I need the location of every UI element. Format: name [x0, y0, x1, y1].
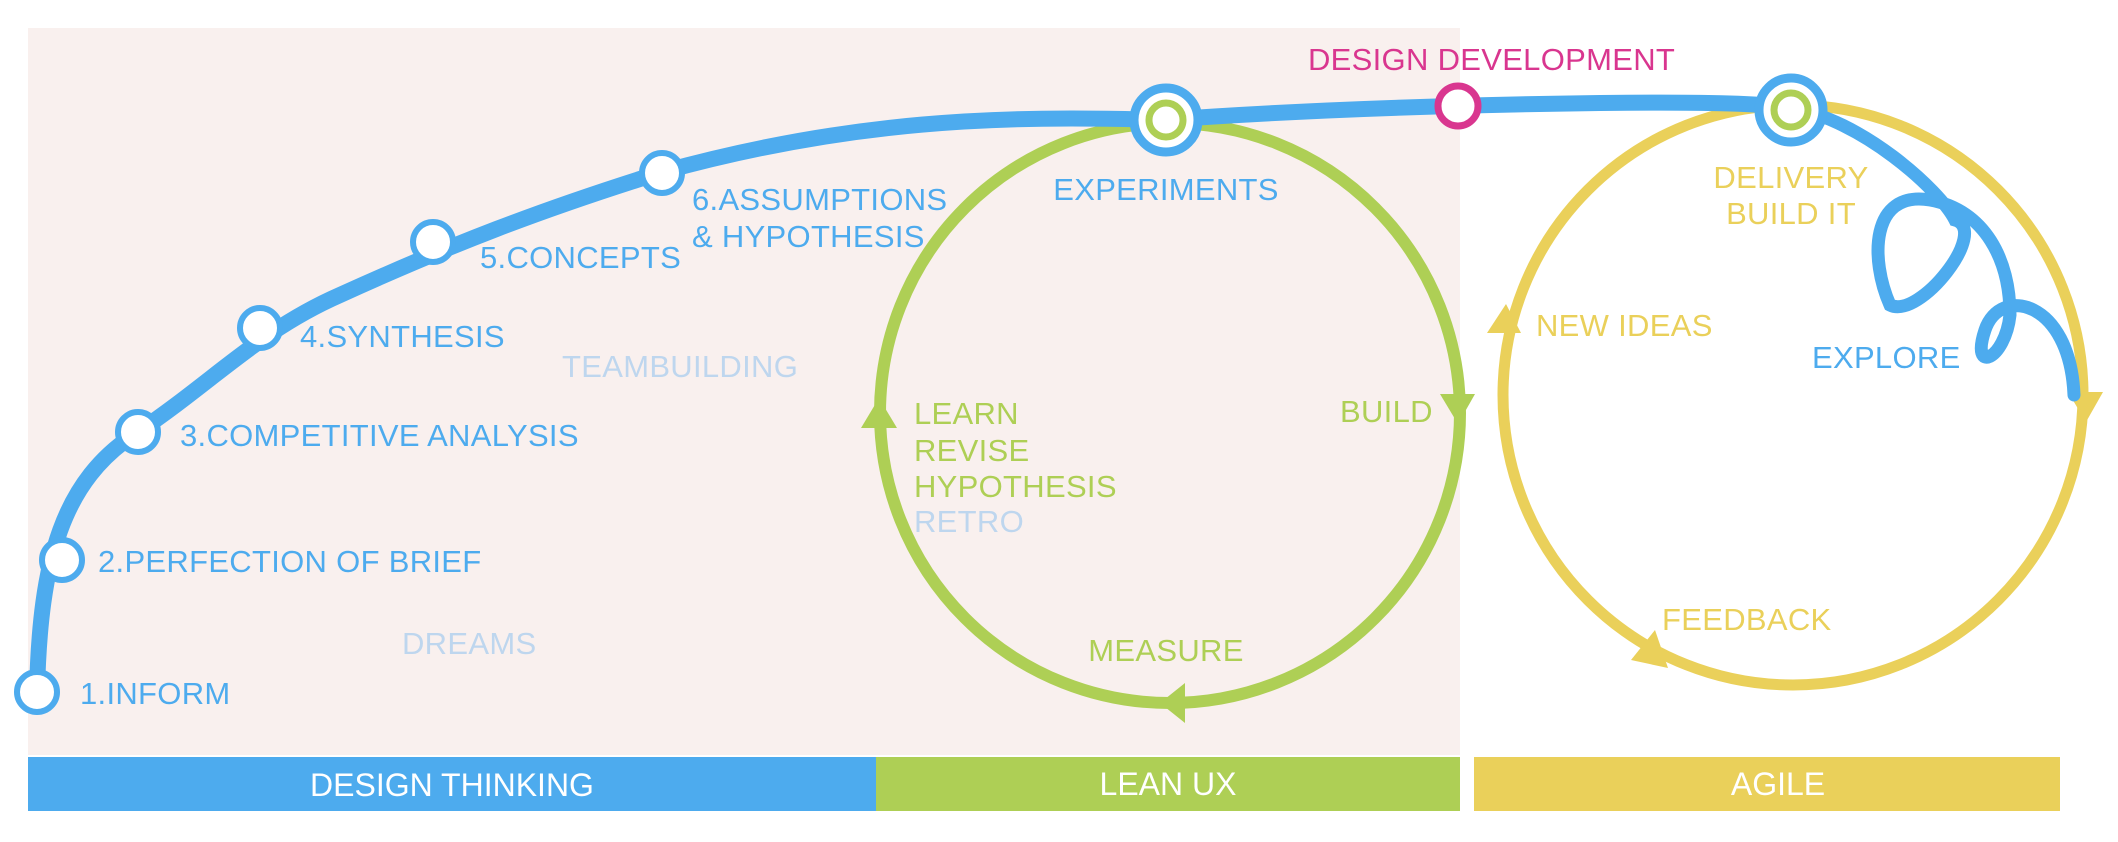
- phase-label-agile: AGILE: [1731, 766, 1825, 802]
- build-label: BUILD: [1340, 394, 1433, 429]
- measure-arrow-icon: [1160, 683, 1185, 723]
- step-node-1[interactable]: [14, 669, 60, 715]
- step-node-4[interactable]: [237, 305, 283, 351]
- step-node-3[interactable]: [115, 409, 161, 455]
- build-arrow-icon: [1440, 394, 1475, 424]
- new-ideas-arrow-icon: [1487, 304, 1521, 333]
- step-node-2[interactable]: [39, 537, 85, 583]
- learn-arrow-icon: [861, 398, 897, 428]
- step-label-6-line2: & HYPOTHESIS: [692, 219, 925, 254]
- delivery-node-inner: [1770, 89, 1812, 131]
- phase-bar-design-thinking: [28, 757, 876, 811]
- feedback-arrow-icon: [1631, 630, 1668, 668]
- measure-label: MEASURE: [1088, 633, 1243, 668]
- step-label-2: 2.PERFECTION OF BRIEF: [98, 544, 482, 579]
- step-label-3: 3.COMPETITIVE ANALYSIS: [180, 418, 579, 453]
- feedback-label: FEEDBACK: [1662, 602, 1832, 637]
- experiments-node-inner: [1145, 99, 1187, 141]
- build-it-label: BUILD IT: [1726, 196, 1856, 231]
- teambuilding-label: TEAMBUILDING: [562, 349, 798, 384]
- learn-label: LEARN: [914, 396, 1019, 431]
- hypothesis-label: HYPOTHESIS: [914, 469, 1117, 504]
- step-label-6: 6.ASSUMPTIONS: [692, 182, 947, 217]
- delivery-label: DELIVERY: [1713, 160, 1868, 195]
- phase-label-lean-ux: LEAN UX: [1100, 766, 1237, 802]
- explore-label: EXPLORE: [1812, 340, 1961, 375]
- phase-bar-lean-ux: [876, 757, 1460, 811]
- design-development-node[interactable]: [1434, 82, 1482, 130]
- step-label-5: 5.CONCEPTS: [480, 240, 681, 275]
- phase-label-design-thinking: DESIGN THINKING: [310, 767, 594, 803]
- step-node-5[interactable]: [410, 219, 456, 265]
- experiments-label: EXPERIMENTS: [1053, 172, 1279, 207]
- step-node-6[interactable]: [639, 150, 685, 196]
- phase-bar-agile: [1474, 757, 2060, 811]
- revise-label: REVISE: [914, 433, 1030, 468]
- dreams-label: DREAMS: [402, 626, 536, 661]
- step-label-4: 4.SYNTHESIS: [300, 319, 505, 354]
- retro-label: RETRO: [914, 504, 1024, 539]
- design-development-label: DESIGN DEVELOPMENT: [1308, 42, 1675, 77]
- explore-loop-path: [1783, 101, 2081, 402]
- step-label-1: 1.INFORM: [80, 676, 231, 711]
- new-ideas-label: NEW IDEAS: [1536, 308, 1713, 343]
